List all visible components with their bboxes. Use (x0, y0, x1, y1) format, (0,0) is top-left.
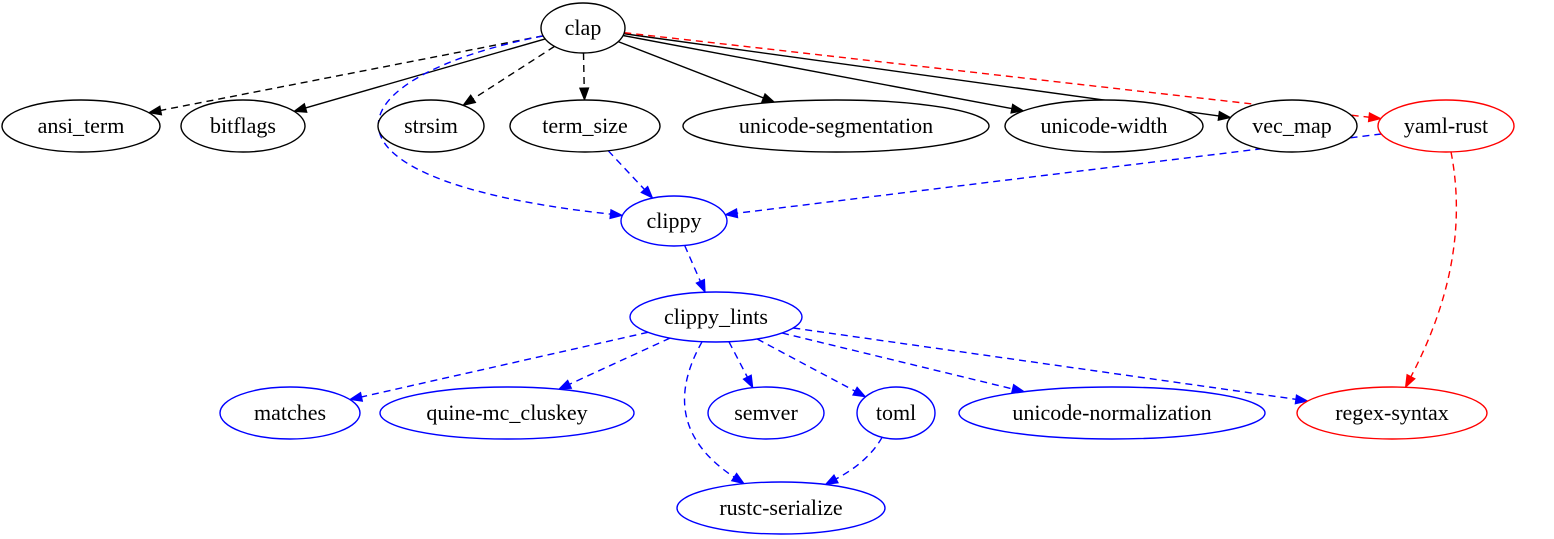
arrowhead-clap-to-bitflags (292, 102, 308, 113)
arrowhead-clap-to-strsim (461, 94, 477, 107)
arrowhead-clap-to-vec_map (1217, 110, 1233, 121)
arrowhead-clippy_lints-to-regex-syntax (1294, 394, 1310, 405)
arrowhead-yaml-rust-to-clippy (723, 208, 739, 219)
node-clap: clap (540, 2, 626, 54)
node-label-quine-mc_cluskey: quine-mc_cluskey (426, 400, 587, 425)
node-label-toml: toml (876, 400, 916, 425)
node-label-term_size: term_size (542, 113, 628, 138)
node-ellipse-term_size (509, 99, 661, 153)
edge-clippy_lints-to-regex-syntax (793, 327, 1296, 400)
node-strsim: strsim (377, 99, 485, 153)
arrowhead-clap-to-ansi_term (147, 105, 163, 116)
node-label-clippy_lints: clippy_lints (664, 304, 768, 329)
arrowhead-clap-to-unicode-width (1010, 103, 1025, 114)
node-clippy: clippy (620, 195, 728, 247)
edge-term_size-to-clippy (607, 150, 645, 190)
node-ellipse-ansi_term (1, 99, 161, 153)
node-ellipse-semver (707, 386, 825, 440)
node-ellipse-vec_map (1226, 99, 1358, 153)
edge-toml-to-rustc-serialize (835, 436, 883, 480)
node-toml: toml (856, 386, 936, 440)
node-label-unicode-normalization: unicode-normalization (1012, 400, 1211, 425)
node-unicode-normalization: unicode-normalization (958, 386, 1266, 440)
node-bitflags: bitflags (180, 99, 306, 153)
node-ansi_term: ansi_term (1, 99, 161, 153)
edge-clap-to-term_size (582, 52, 585, 89)
arrowhead-term_size-to-clippy (640, 185, 654, 200)
node-ellipse-toml (856, 386, 936, 440)
node-label-strsim: strsim (404, 113, 458, 138)
node-label-unicode-segmentation: unicode-segmentation (739, 113, 933, 138)
node-quine-mc_cluskey: quine-mc_cluskey (379, 386, 635, 440)
node-label-matches: matches (254, 400, 326, 425)
node-ellipse-clippy (620, 195, 728, 247)
node-ellipse-clippy_lints (629, 291, 803, 343)
node-ellipse-regex-syntax (1296, 386, 1488, 440)
arrowhead-clap-to-clippy (609, 208, 624, 220)
arrowhead-clippy_lints-to-quine-mc_cluskey (557, 379, 573, 390)
edge-clippy_lints-to-toml (756, 338, 856, 392)
arrowhead-clap-to-term_size (578, 87, 590, 102)
node-label-clippy: clippy (647, 208, 702, 233)
node-rustc-serialize: rustc-serialize (676, 481, 886, 535)
edge-clap-to-ansi_term (160, 35, 544, 112)
node-regex-syntax: regex-syntax (1296, 386, 1488, 440)
node-matches: matches (219, 386, 361, 440)
node-unicode-width: unicode-width (1004, 99, 1204, 153)
node-label-bitflags: bitflags (210, 113, 276, 138)
node-label-vec_map: vec_map (1252, 113, 1331, 138)
node-semver: semver (707, 386, 825, 440)
node-ellipse-clap (540, 2, 626, 54)
arrowhead-clap-to-yaml-rust (1367, 112, 1383, 123)
edge-clippy_lints-to-quine-mc_cluskey (569, 337, 671, 385)
arrowhead-clippy_lints-to-semver (742, 374, 754, 389)
node-ellipse-unicode-normalization (958, 386, 1266, 440)
arrowhead-clippy_lints-to-rustc-serialize (730, 472, 746, 485)
node-unicode-segmentation: unicode-segmentation (682, 99, 990, 153)
node-term_size: term_size (509, 99, 661, 153)
arrowhead-clippy_lints-to-matches (348, 391, 364, 402)
node-ellipse-rustc-serialize (676, 481, 886, 535)
arrowhead-yaml-rust-to-regex-syntax (1404, 373, 1416, 389)
node-label-unicode-width: unicode-width (1040, 113, 1167, 138)
node-label-ansi_term: ansi_term (38, 113, 125, 138)
edge-clap-to-unicode-segmentation (617, 40, 764, 99)
edge-clippy_lints-to-rustc-serialize (683, 341, 735, 478)
node-ellipse-matches (219, 386, 361, 440)
node-ellipse-quine-mc_cluskey (379, 386, 635, 440)
node-ellipse-strsim (377, 99, 485, 153)
arrowhead-clap-to-unicode-segmentation (760, 92, 776, 103)
edge-clippy-to-clippy_lints (684, 245, 701, 282)
node-label-yaml-rust: yaml-rust (1404, 113, 1488, 138)
edge-clippy_lints-to-matches (361, 331, 649, 398)
node-yaml-rust: yaml-rust (1377, 99, 1515, 153)
arrowhead-clippy_lints-to-toml (852, 386, 867, 398)
node-ellipse-unicode-segmentation (682, 99, 990, 153)
node-label-semver: semver (734, 400, 798, 425)
edge-yaml-rust-to-regex-syntax (1410, 151, 1458, 377)
node-ellipse-yaml-rust (1377, 99, 1515, 153)
arrowhead-clippy-to-clippy_lints (695, 278, 706, 294)
node-label-clap: clap (565, 15, 602, 40)
node-ellipse-unicode-width (1004, 99, 1204, 153)
arrowhead-toml-to-rustc-serialize (824, 474, 839, 486)
edge-clippy_lints-to-unicode-normalization (781, 332, 1013, 390)
node-vec_map: vec_map (1226, 99, 1358, 153)
edge-clap-to-unicode-width (622, 34, 1012, 110)
edge-clap-to-yaml-rust (624, 32, 1369, 118)
edge-clap-to-strsim (472, 45, 555, 100)
edge-clippy_lints-to-semver (728, 341, 748, 378)
node-ellipse-bitflags (180, 99, 306, 153)
node-label-regex-syntax: regex-syntax (1335, 400, 1449, 425)
node-clippy_lints: clippy_lints (629, 291, 803, 343)
node-label-rustc-serialize: rustc-serialize (719, 495, 842, 520)
